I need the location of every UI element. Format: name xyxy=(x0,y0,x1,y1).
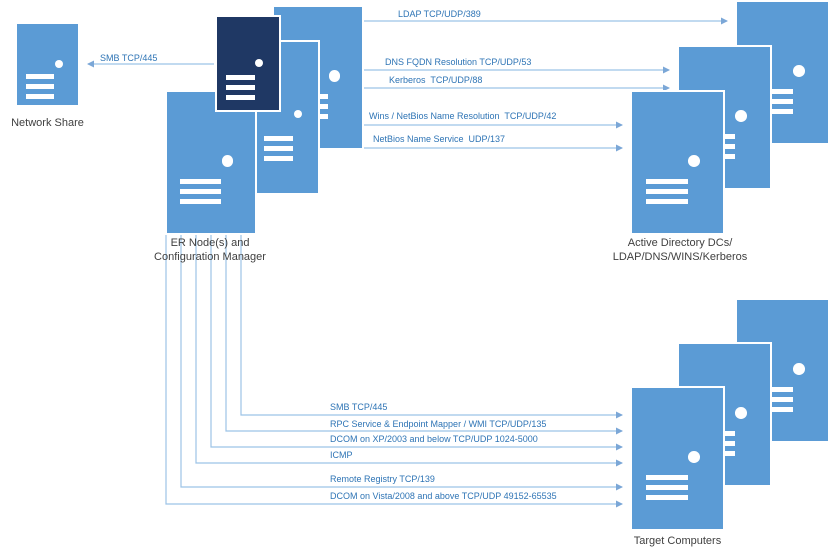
connector-smb-target xyxy=(240,230,623,419)
drive-bars-icon xyxy=(180,179,221,205)
power-dot-icon xyxy=(54,60,63,69)
drive-bars-icon xyxy=(645,475,688,501)
edge-label-icmp: ICMP xyxy=(330,450,353,460)
er-cluster-label: ER Node(s) and Configuration Manager xyxy=(135,236,285,264)
target-server-front xyxy=(630,386,725,531)
drive-bars-icon xyxy=(645,179,688,205)
er-cluster-label-line1: ER Node(s) and xyxy=(170,237,250,249)
power-dot-icon xyxy=(688,155,701,168)
power-dot-icon xyxy=(735,110,748,123)
drive-bars-icon xyxy=(26,74,55,100)
edge-label-ldap: LDAP TCP/UDP/389 xyxy=(398,9,481,19)
edge-label-dns: DNS FQDN Resolution TCP/UDP/53 xyxy=(385,57,532,67)
drive-bars-icon xyxy=(226,74,255,100)
edge-label-dcom-modern: DCOM on Vista/2008 and above TCP/UDP 491… xyxy=(330,491,557,501)
network-share-server xyxy=(15,22,80,107)
edge-label-netbios: NetBios Name Service UDP/137 xyxy=(373,134,506,144)
edge-label-remote-registry: Remote Registry TCP/139 xyxy=(330,474,435,484)
power-dot-icon xyxy=(793,363,806,376)
power-dot-icon xyxy=(793,65,806,78)
connector-icmp xyxy=(195,230,623,467)
er-cluster-label-line2: Configuration Manager xyxy=(154,251,266,263)
edge-label-rpc-wmi: RPC Service & Endpoint Mapper / WMI TCP/… xyxy=(330,419,547,429)
edge-label-dcom-legacy: DCOM on XP/2003 and below TCP/UDP 1024-5… xyxy=(330,434,538,444)
power-dot-icon xyxy=(735,407,748,420)
connector-rpc-wmi xyxy=(225,230,623,435)
power-dot-icon xyxy=(328,70,340,82)
power-dot-icon xyxy=(255,58,264,67)
connector-dcom-modern xyxy=(165,230,623,508)
connector-dcom-legacy xyxy=(210,230,623,451)
ad-server-front xyxy=(630,90,725,235)
edge-label-wins: Wins / NetBios Name Resolution TCP/UDP/4… xyxy=(369,111,557,121)
power-dot-icon xyxy=(221,155,233,167)
power-dot-icon xyxy=(688,451,701,464)
power-dot-icon xyxy=(294,109,303,119)
er-server-front xyxy=(165,90,257,235)
connector-remote-registry xyxy=(180,230,623,491)
ad-cluster-label-line1: Active Directory DCs/ xyxy=(627,237,733,249)
ad-cluster-label-line2: LDAP/DNS/WINS/Kerberos xyxy=(612,251,748,263)
edge-label-kerberos: Kerberos TCP/UDP/88 xyxy=(389,75,483,85)
edge-label-smb-share: SMB TCP/445 xyxy=(100,53,158,63)
edge-label-smb-target: SMB TCP/445 xyxy=(330,402,388,412)
network-share-label: Network Share xyxy=(11,117,84,129)
ad-cluster-label: Active Directory DCs/ LDAP/DNS/WINS/Kerb… xyxy=(575,236,785,264)
er-server-dark xyxy=(215,15,281,112)
target-cluster-label: Target Computers xyxy=(633,535,722,547)
drive-bars-icon xyxy=(264,135,294,161)
